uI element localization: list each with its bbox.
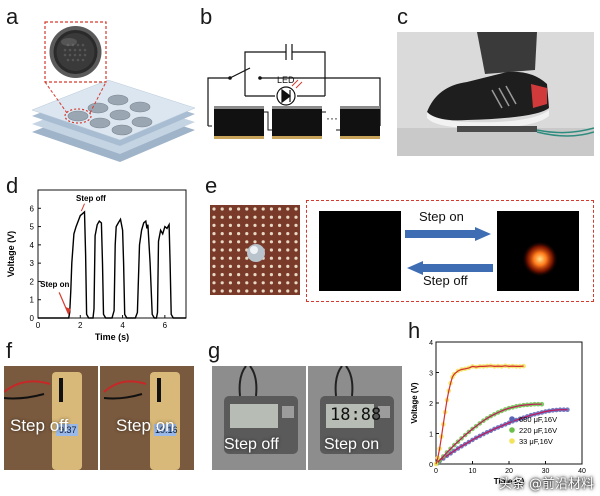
y-tick-label-d: 2 <box>30 277 35 286</box>
x-axis-label-d: Time (s) <box>95 332 129 342</box>
legend-marker <box>509 427 515 433</box>
x-tick-label-h: 10 <box>469 468 477 475</box>
voltage-series-line <box>38 210 186 319</box>
y-tick-label-h: 2 <box>429 401 433 408</box>
calc-display-left: 9.37 <box>59 425 77 435</box>
y-tick-label-d: 6 <box>30 204 35 213</box>
watermark: 头条 @前沿材料 <box>498 477 594 492</box>
series-1 <box>435 401 545 465</box>
legend-marker <box>509 416 515 422</box>
axes-frame-h <box>435 341 583 465</box>
led-on-image <box>497 211 579 291</box>
panel-g-photo: 18:88 Step off Step on <box>212 366 402 470</box>
x-tick-label-d: 0 <box>36 321 41 330</box>
step-on-label: Step on <box>419 209 464 224</box>
step-on-text-f: Step on <box>116 416 175 435</box>
x-axis-label-h: Time (s) <box>494 477 525 486</box>
step-on-text-g: Step on <box>324 436 380 453</box>
y-tick-label-d: 0 <box>30 314 35 323</box>
y-tick-label-h: 0 <box>429 462 433 469</box>
y-tick-label-d: 3 <box>30 259 35 268</box>
calc-display-right: 10.16 <box>155 425 178 435</box>
legend-label: 680 μF,16V <box>519 415 557 424</box>
fit-line <box>437 403 542 463</box>
x-tick-label-d: 2 <box>78 321 83 330</box>
step-off-text-f: Step off <box>10 416 69 435</box>
y-axis-label-d: Voltage (V) <box>6 231 16 277</box>
fit-line <box>437 409 568 464</box>
y-tick-label-h: 1 <box>429 432 433 439</box>
panel-label-h: h <box>408 318 421 343</box>
x-tick-label-d: 6 <box>163 321 168 330</box>
step-off-label: Step off <box>423 273 468 288</box>
x-tick-label-d: 4 <box>120 321 125 330</box>
arrow-right-icon <box>405 227 491 241</box>
y-tick-label-h: 3 <box>429 371 433 378</box>
annotation-step-on: Step on <box>40 280 69 289</box>
step-off-text-g: Step off <box>224 436 279 453</box>
panel-e-led-array-photo <box>210 205 300 295</box>
data-point <box>521 363 526 369</box>
data-point <box>539 401 545 407</box>
y-axis-label-h: Voltage (V) <box>410 382 419 424</box>
panel-f-photo: 9.37 10.16 Step off Step on <box>4 366 194 470</box>
panel-b-circuit: LED ··· <box>200 30 390 150</box>
data-point <box>565 407 570 413</box>
x-tick-label-h: 40 <box>578 468 586 475</box>
led-label: LED <box>277 75 295 85</box>
panel-c-photo <box>397 32 594 156</box>
clock-display-right: 18:88 <box>330 405 382 425</box>
panel-label-d: d <box>6 173 19 198</box>
legend-label: 220 μF,16V <box>519 426 557 435</box>
panel-label-e: e <box>205 173 218 198</box>
panel-a-illustration <box>20 20 195 162</box>
y-tick-label-d: 1 <box>30 296 35 305</box>
panel-e-switch-frame: Step on Step off <box>306 200 594 302</box>
arrow-left-icon <box>407 261 493 275</box>
svg-text:···: ··· <box>326 111 338 125</box>
x-tick-label-h: 30 <box>542 468 550 475</box>
y-tick-label-d: 4 <box>30 241 35 250</box>
y-tick-label-h: 4 <box>429 340 433 347</box>
x-tick-label-h: 20 <box>505 468 513 475</box>
series-2 <box>433 363 526 467</box>
fit-line <box>435 365 524 465</box>
y-tick-label-d: 5 <box>30 223 35 232</box>
legend-marker <box>509 438 515 444</box>
x-tick-label-h: 0 <box>434 468 438 475</box>
panel-label-a: a <box>6 4 19 29</box>
annotation-step-off: Step off <box>76 194 106 203</box>
axes-frame-d <box>37 189 187 319</box>
panel-label-b: b <box>200 4 213 29</box>
panel-label-g: g <box>208 338 221 363</box>
arrow-step-off-icon <box>80 203 85 212</box>
panel-label-f: f <box>6 338 13 363</box>
legend-label: 33 μF,16V <box>519 437 553 446</box>
panel-label-c: c <box>397 4 408 29</box>
led-off-image <box>319 211 401 291</box>
